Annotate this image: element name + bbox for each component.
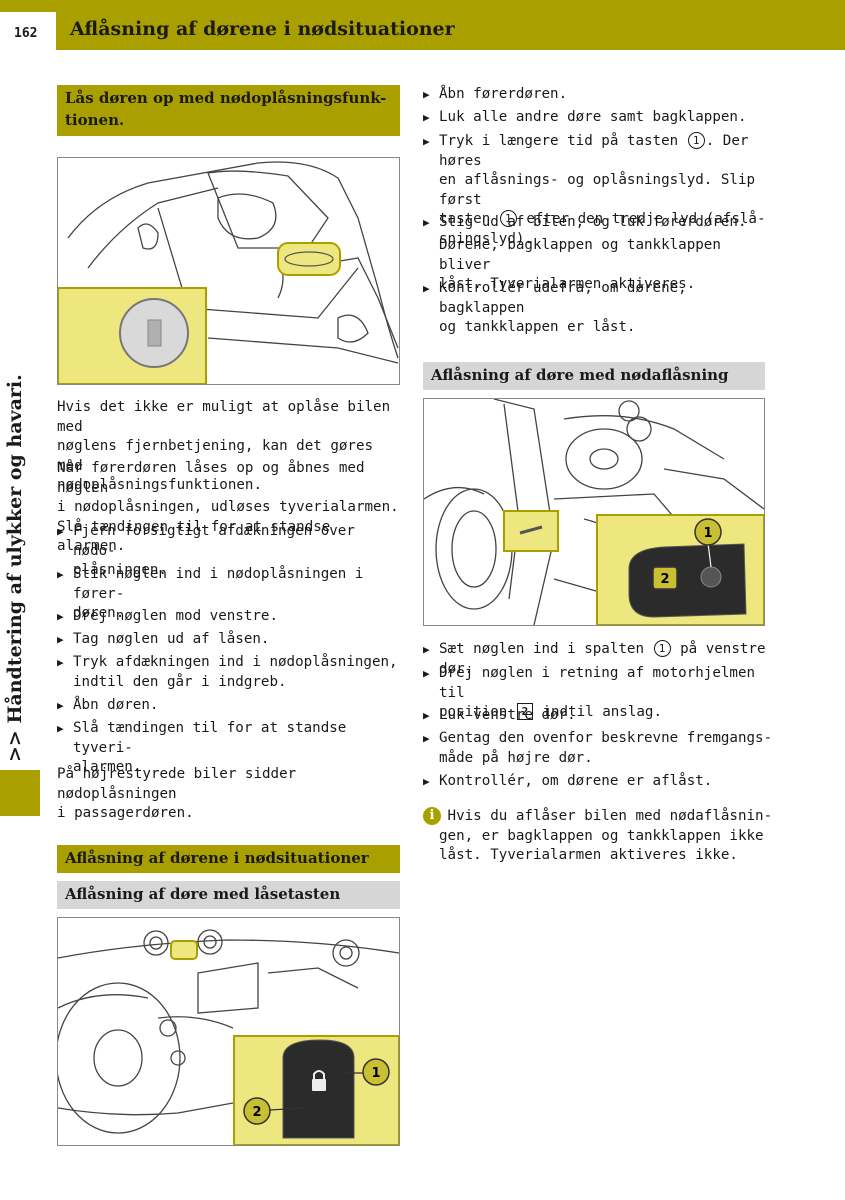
open-door-illustration: 1 2: [424, 399, 764, 625]
dashboard-illustration: 1 2: [58, 929, 399, 1145]
key-slot-shape: [700, 566, 722, 588]
callout-2-label: 2: [252, 1105, 261, 1120]
step-item: Luk venstre dør.: [423, 706, 778, 726]
step-line: Luk alle andre døre samt bagklappen.: [439, 109, 747, 125]
callout-1: [694, 518, 722, 546]
sidebar-tab: [0, 770, 40, 816]
rhd-note: På højrestyrede biler sidder nødoplåsnin…: [57, 765, 407, 824]
page-number: 162: [14, 26, 38, 41]
step-item: Luk alle andre døre samt bagklappen.: [423, 108, 773, 128]
figure-door-emergency-lock: [57, 157, 400, 385]
figure-door-emergency-lock-slot: 1 2: [423, 398, 765, 626]
section-heading-text: Aflåsning af døre med låsetasten: [65, 885, 341, 903]
sidebar-chapter-label: >> Håndtering af ulykker og havari.: [4, 374, 26, 762]
step-line: og tankklappen er låst.: [439, 319, 636, 335]
intro-line: Hvis det ikke er muligt at oplåse bilen …: [57, 399, 391, 435]
step-line: Gentag den ovenfor beskrevne fremgangs-: [439, 730, 773, 746]
intro-line: nødoplåsningsfunktionen.: [57, 477, 262, 493]
callout-1-label: 1: [371, 1066, 380, 1081]
padlock-shackle: [313, 1070, 325, 1079]
step-line: Tryk i længere tid på tasten: [439, 133, 679, 149]
step-line: måde på højre dør.: [439, 749, 593, 766]
step-item: Tryk afdækningen ind i nødoplåsningen, i…: [57, 653, 402, 692]
step-item: Tag nøglen ud af låsen.: [57, 630, 402, 650]
figure-dashboard-lock-button: 1 2: [57, 917, 400, 1146]
car-door-illustration: [58, 161, 399, 384]
step-line: sningslyd).: [439, 230, 533, 247]
step-line: Drej nøglen i retning af motorhjelmen ti…: [439, 665, 756, 701]
door-handle-shape: [284, 251, 334, 267]
section-heading-text: Aflåsning af dørene i nødsituationer: [65, 849, 369, 867]
result-line: Dørene, bagklappen og tankklappen bliver: [439, 237, 721, 273]
step-line: Stig ud af bilen, og luk førerdøren.: [439, 214, 747, 230]
page-number-box: 162: [0, 12, 56, 50]
page-title: Aflåsning af dørene i nødsituationer: [70, 18, 455, 40]
info-line: gen, er bagklappen og tankklappen ikke: [439, 827, 764, 844]
note-line: i passagerdøren.: [57, 805, 194, 821]
page-header: 162 Aflåsning af dørene i nødsituationer: [0, 0, 845, 50]
reference-1-circle: 1: [687, 132, 705, 149]
info-line: Hvis du aflåser bilen med nødaflåsnin-: [447, 808, 773, 824]
step-line: Stik nøglen ind i nødoplåsningen i fører…: [73, 566, 364, 602]
step-item: Drej nøglen mod venstre.: [57, 607, 402, 627]
step-line: Slå tændingen til for at standse tyveri-: [73, 720, 347, 756]
lock-button-highlight: [170, 940, 198, 960]
callout-2-label: 2: [660, 572, 669, 587]
step-line: Sæt nøglen ind i spalten: [439, 641, 644, 657]
section-heading-text: Lås døren op med nødoplåsningsfunk-tione…: [65, 89, 387, 129]
info-icon: i: [423, 807, 441, 825]
lock-slot-detail: [628, 543, 747, 618]
step-item: Kontrollér udefra, om dørene, bagklappen…: [423, 279, 773, 338]
step-line: indtil den går i indgreb.: [73, 673, 287, 690]
info-note: Hvis du aflåser bilen med nødaflåsnin- g…: [439, 807, 779, 866]
step-line: alarmen.: [73, 759, 142, 775]
step-line: Drej nøglen mod venstre.: [73, 608, 278, 624]
padlock-icon: [312, 1079, 326, 1091]
subheading-lock-button: Aflåsning af døre med låsetasten: [57, 881, 400, 909]
callout-2: [652, 566, 678, 590]
step-line: Åbn førerdøren.: [439, 86, 568, 102]
intro-line: Når førerdøren låses op og åbnes med nøg…: [57, 460, 365, 496]
keyhole-cover-shape: [147, 319, 162, 347]
callout-2: [243, 1097, 271, 1125]
intro-paragraph: Hvis det ikke er muligt at oplåse bilen …: [57, 398, 407, 496]
section-heading-emergency-unlock: Lås døren op med nødoplåsningsfunk-tione…: [57, 85, 400, 136]
step-line: Åbn døren.: [73, 697, 159, 713]
step-item: Åbn døren.: [57, 696, 402, 716]
step-line: Tryk afdækningen ind i nødoplåsningen,: [73, 654, 398, 670]
step-line: Kontrollér udefra, om dørene, bagklappen: [439, 280, 687, 316]
intro-line: nøglens fjernbetjening, kan det gøres me…: [57, 438, 374, 474]
step-item: Kontrollér, om dørene er aflåst.: [423, 772, 778, 792]
step-line: Fjern forsigtigt afdækningen over nødo-: [73, 523, 355, 559]
step-line: Luk venstre dør.: [439, 707, 576, 723]
door-handle-highlight: [277, 242, 341, 276]
callout-1-label: 1: [703, 526, 712, 541]
step-line: Kontrollér, om dørene er aflåst.: [439, 773, 713, 789]
step-line: Tag nøglen ud af låsen.: [73, 631, 270, 647]
subheading-emergency-lock: Aflåsning af døre med nødaflåsning: [423, 362, 765, 390]
step-line: en aflåsnings- og oplåsningslyd. Slip fø…: [439, 172, 756, 208]
callout-1: [362, 1058, 390, 1086]
step-item: Stig ud af bilen, og luk førerdøren.: [423, 213, 773, 233]
reference-1-circle: 1: [653, 640, 671, 657]
intro-line: i nødoplåsningen, udløses tyverialarmen.: [57, 499, 399, 515]
step-item: Slå tændingen til for at standse tyveri-…: [57, 719, 402, 778]
section-heading-emergency-locking: Aflåsning af dørene i nødsituationer: [57, 845, 400, 873]
info-line: låst. Tyverialarmen aktiveres ikke.: [439, 847, 738, 863]
step-item: Åbn førerdøren.: [423, 85, 773, 105]
step-item: Gentag den ovenfor beskrevne fremgangs- …: [423, 729, 778, 768]
section-heading-text: Aflåsning af døre med nødaflåsning: [431, 366, 729, 384]
note-line: På højrestyrede biler sidder nødoplåsnin…: [57, 766, 297, 802]
step-line: . Der høres: [439, 133, 749, 169]
